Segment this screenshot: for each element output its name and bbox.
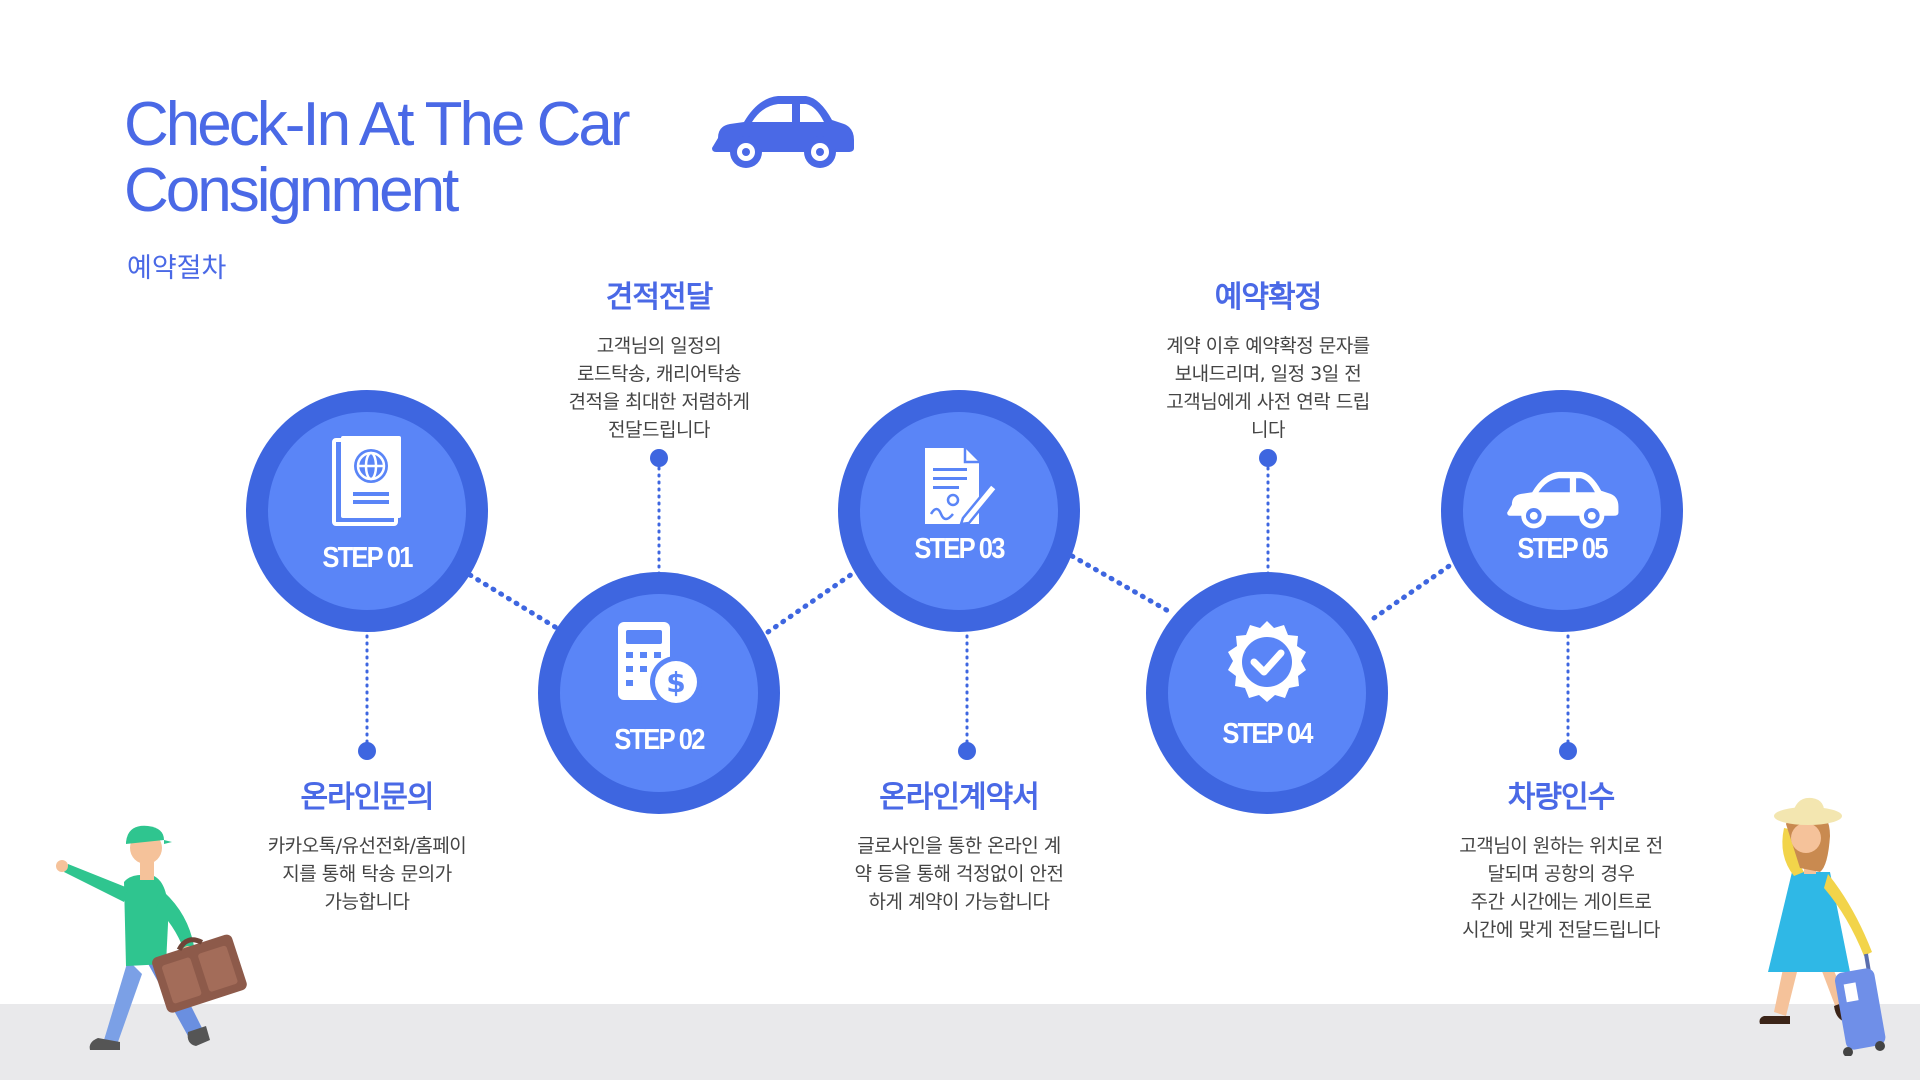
step-label: STEP 01 (322, 542, 413, 574)
passport-icon (332, 436, 401, 526)
step-desc: 카카오톡/유선전화/홈페이 지를 통해 탁송 문의가 가능합니다 (267, 835, 467, 913)
step-title: 온라인계약서 (879, 780, 1040, 815)
connector-dot (1559, 742, 1577, 760)
connector-dot (958, 742, 976, 760)
step-03-circle: STEP 03 (838, 390, 1080, 632)
check-badge-icon (1228, 621, 1306, 702)
step-desc: 계약 이후 예약확정 문자를 보내드리며, 일정 3일 전 고객님에게 사전 연… (1166, 335, 1370, 441)
woman-with-suitcase-illustration (1759, 797, 1886, 1056)
svg-text:$: $ (666, 666, 685, 699)
page-subtitle: 예약절차 (127, 253, 227, 284)
man-with-briefcase-illustration (56, 825, 247, 1050)
step-desc: 고객님의 일정의 로드탁송, 캐리어탁송 견적을 최대한 저렴하게 전달드립니다 (568, 335, 750, 441)
connector-dot (1259, 449, 1277, 467)
step-label: STEP 04 (1222, 718, 1313, 750)
step-05-description: 차량인수 고객님이 원하는 위치로 전 달되며 공항의 경우 주간 시간에는 게… (1411, 772, 1711, 944)
step-05-circle: STEP 05 (1441, 390, 1683, 632)
car-icon (1507, 471, 1619, 529)
title-car-icon (712, 96, 854, 168)
step-04-description: 예약확정 계약 이후 예약확정 문자를 보내드리며, 일정 3일 전 고객님에게… (1118, 272, 1418, 444)
step-04-circle: STEP 04 (1146, 572, 1388, 814)
step-title: 차량인수 (1507, 780, 1615, 815)
connector-dot (358, 742, 376, 760)
step-01-circle: STEP 01 (246, 390, 488, 632)
step-desc: 고객님이 원하는 위치로 전 달되며 공항의 경우 주간 시간에는 게이트로 시… (1459, 835, 1663, 941)
connector-dot (650, 449, 668, 467)
step-title: 예약확정 (1214, 280, 1322, 315)
step-01-description: 온라인문의 카카오톡/유선전화/홈페이 지를 통해 탁송 문의가 가능합니다 (217, 772, 517, 916)
contract-icon (925, 448, 999, 526)
calculator-dollar-icon: $ (618, 622, 702, 708)
step-title: 견적전달 (605, 280, 713, 315)
step-label: STEP 03 (914, 533, 1005, 565)
step-02-description: 견적전달 고객님의 일정의 로드탁송, 캐리어탁송 견적을 최대한 저렴하게 전… (509, 272, 809, 444)
step-desc: 글로사인을 통한 온라인 계 약 등을 통해 걱정없이 안전 하게 계약이 가능… (854, 835, 1064, 913)
step-title: 온라인문의 (300, 780, 435, 815)
step-02-circle: $ STEP 02 (538, 572, 780, 814)
page-title: Check-In At The Car Consignment (124, 90, 631, 225)
step-label: STEP 02 (614, 724, 705, 756)
step-label: STEP 05 (1517, 533, 1608, 565)
step-03-description: 온라인계약서 글로사인을 통한 온라인 계 약 등을 통해 걱정없이 안전 하게… (809, 772, 1109, 916)
floor-band (0, 1004, 1920, 1080)
